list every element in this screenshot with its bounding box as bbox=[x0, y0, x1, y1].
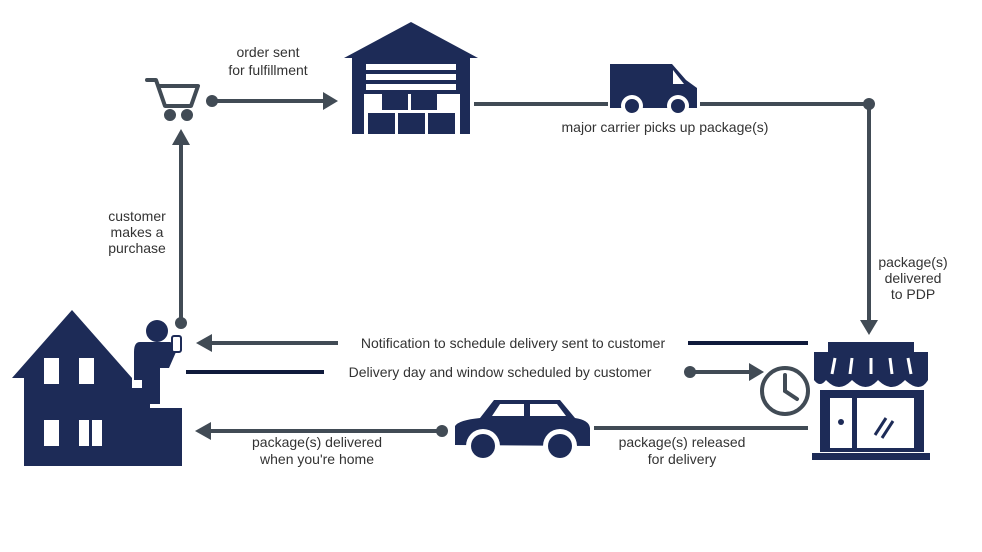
arrowheads bbox=[172, 92, 878, 440]
label-customer-purchase-line-3: purchase bbox=[108, 240, 166, 256]
dot-cart bbox=[206, 95, 218, 107]
arrowhead-house bbox=[195, 422, 211, 440]
label-delivered-home-line-1: package(s) delivered bbox=[252, 434, 382, 450]
label-delivered-to-pdp-line-1: package(s) bbox=[878, 254, 947, 270]
connectors bbox=[179, 99, 871, 433]
arrowhead-warehouse bbox=[323, 92, 338, 110]
arrowhead-store bbox=[860, 320, 878, 335]
shopping-cart-icon bbox=[145, 78, 200, 121]
accent-lines bbox=[186, 341, 808, 374]
label-delivered-home-line-2: when you're home bbox=[259, 451, 374, 467]
label-delivered-to-pdp-line-2: delivered bbox=[885, 270, 942, 286]
label-order-sent-line-2: for fulfillment bbox=[228, 62, 307, 78]
label-order-sent-line-1: order sent bbox=[236, 44, 299, 60]
pickup-store-icon bbox=[812, 342, 930, 460]
house-icon bbox=[12, 310, 182, 466]
label-scheduled: Delivery day and window scheduled by cus… bbox=[349, 364, 652, 380]
dot-person bbox=[175, 317, 187, 329]
label-released-line-1: package(s) released bbox=[619, 434, 746, 450]
dot-corner bbox=[863, 98, 875, 110]
clock-icon bbox=[760, 366, 810, 416]
warehouse-icon bbox=[344, 22, 478, 134]
label-carrier-pickup: major carrier picks up package(s) bbox=[562, 119, 769, 135]
dot-car bbox=[436, 425, 448, 437]
labels: order sent for fulfillment major carrier… bbox=[108, 44, 947, 467]
dots bbox=[175, 95, 875, 437]
dot-scheduled bbox=[684, 366, 696, 378]
delivery-truck-icon bbox=[610, 64, 697, 117]
label-delivered-to-pdp-line-3: to PDP bbox=[891, 286, 935, 302]
car-icon bbox=[455, 400, 590, 463]
arrowhead-cart bbox=[172, 129, 190, 145]
label-customer-purchase-line-2: makes a bbox=[111, 224, 164, 240]
arrowhead-clock bbox=[749, 363, 764, 381]
arrowhead-notification bbox=[196, 334, 212, 352]
label-notification: Notification to schedule delivery sent t… bbox=[361, 335, 666, 351]
label-customer-purchase-line-1: customer bbox=[108, 208, 166, 224]
label-released-line-2: for delivery bbox=[648, 451, 716, 467]
person-with-phone-icon bbox=[134, 320, 182, 404]
